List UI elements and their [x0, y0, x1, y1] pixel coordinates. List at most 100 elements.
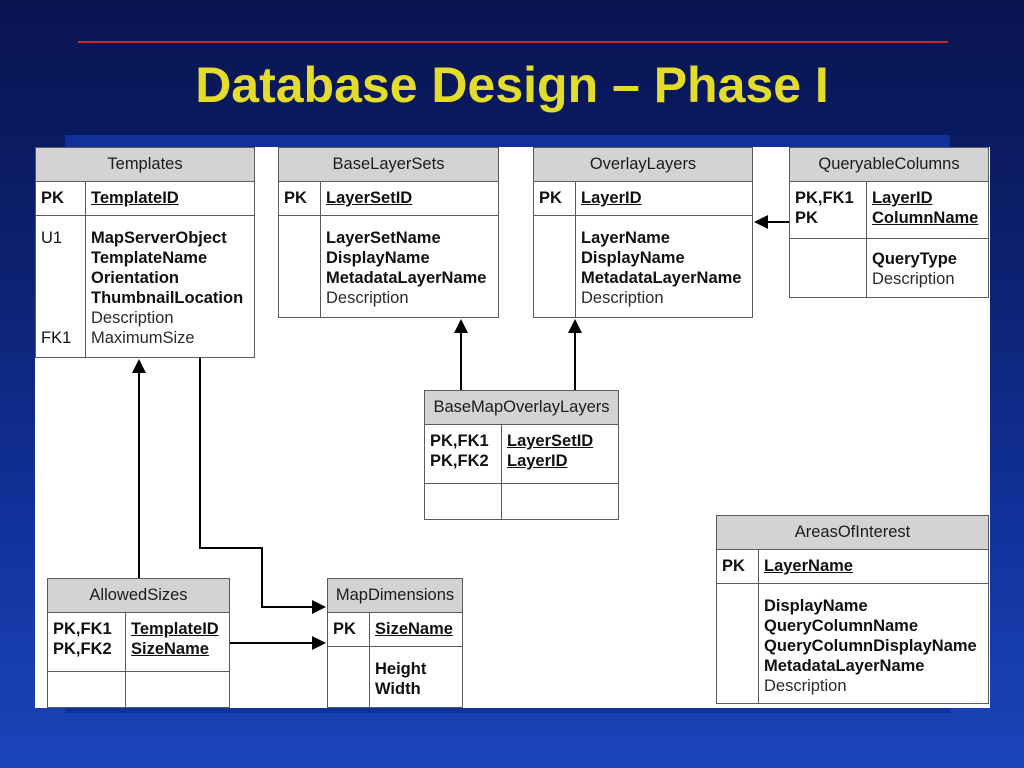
attribute-field-column [126, 672, 229, 707]
table-title: BaseLayerSets [279, 148, 498, 182]
key-tag: PK,FK1 [795, 189, 854, 207]
key-field-column: TemplateID SizeName [126, 613, 229, 671]
attribute-field: Width [375, 680, 421, 698]
key-field: LayerName [764, 557, 853, 575]
attribute-field: DisplayName [326, 249, 430, 267]
table-overlaylayers: OverlayLayers PK LayerID LayerName Displ… [533, 147, 753, 318]
attribute-field: Description [91, 309, 174, 327]
attribute-section [48, 672, 229, 707]
table-title: MapDimensions [328, 579, 462, 613]
key-section: PK SizeName [328, 613, 462, 647]
key-field: LayerID [507, 452, 568, 470]
attribute-field: TemplateName [91, 249, 208, 267]
key-field-column: LayerSetID [321, 182, 498, 215]
table-title: AreasOfInterest [717, 516, 988, 550]
key-tag: PK,FK2 [53, 640, 112, 658]
key-tag-column: PK [328, 613, 370, 646]
attribute-field-column: MapServerObject TemplateName Orientation… [86, 216, 254, 357]
key-tag: PK [284, 189, 307, 207]
key-tag-column: PK,FK1 PK [790, 182, 867, 238]
key-field-column: SizeName [370, 613, 462, 646]
attribute-field: QueryType [872, 250, 957, 268]
key-section: PK,FK1 PK,FK2 LayerSetID LayerID [425, 425, 618, 484]
table-allowedsizes: AllowedSizes PK,FK1 PK,FK2 TemplateID Si… [47, 578, 230, 708]
key-tag: PK,FK2 [430, 452, 489, 470]
key-field: SizeName [131, 640, 209, 658]
attribute-field: MapServerObject [91, 229, 227, 247]
attribute-section: DisplayName QueryColumnName QueryColumnD… [717, 584, 988, 703]
attribute-field-column: Height Width [370, 647, 462, 707]
table-title: AllowedSizes [48, 579, 229, 613]
attribute-field: DisplayName [764, 597, 868, 615]
attribute-section: LayerSetName DisplayName MetadataLayerNa… [279, 216, 498, 317]
attribute-tag-column [534, 216, 576, 317]
attribute-field: Height [375, 660, 427, 678]
key-section: PK LayerSetID [279, 182, 498, 216]
attribute-tag-column [279, 216, 321, 317]
key-tag: PK [722, 557, 745, 575]
attribute-field: Description [872, 270, 955, 288]
key-field: LayerSetID [326, 189, 413, 207]
attribute-tag-column: U1 FK1 [36, 216, 86, 357]
key-field: TemplateID [91, 189, 179, 207]
attribute-field-column [502, 484, 618, 519]
key-field: LayerID [581, 189, 642, 207]
key-tag-column: PK [36, 182, 86, 215]
slide-title: Database Design – Phase I [195, 57, 829, 113]
key-field: TemplateID [131, 620, 219, 638]
key-tag-column: PK [534, 182, 576, 215]
attribute-field: DisplayName [581, 249, 685, 267]
attribute-field-column: QueryType Description [867, 239, 988, 297]
key-field: SizeName [375, 620, 453, 638]
attribute-field: MetadataLayerName [581, 269, 742, 287]
key-field-column: LayerID ColumnName [867, 182, 988, 238]
attribute-field: QueryColumnName [764, 617, 919, 635]
key-field: LayerID [872, 189, 933, 207]
key-section: PK TemplateID [36, 182, 254, 216]
attribute-tag-column [717, 584, 759, 703]
attribute-field-column: LayerName DisplayName MetadataLayerName … [576, 216, 752, 317]
key-field: ColumnName [872, 209, 979, 227]
table-title: OverlayLayers [534, 148, 752, 182]
key-tag: PK,FK1 [430, 432, 489, 450]
key-field-column: LayerName [759, 550, 988, 583]
key-section: PK LayerName [717, 550, 988, 584]
attribute-field: Description [764, 677, 847, 695]
attribute-field: MetadataLayerName [764, 657, 925, 675]
key-tag-column: PK [717, 550, 759, 583]
attribute-field: MetadataLayerName [326, 269, 487, 287]
attribute-section [425, 484, 618, 519]
table-mapdimensions: MapDimensions PK SizeName Height Width [327, 578, 463, 708]
key-section: PK LayerID [534, 182, 752, 216]
table-title: QueryableColumns [790, 148, 988, 182]
key-field: LayerSetID [507, 432, 594, 450]
attribute-field: ThumbnailLocation [91, 289, 244, 307]
attribute-field: LayerSetName [326, 229, 441, 247]
attribute-field: Description [581, 289, 664, 307]
attribute-section: U1 FK1 MapServerObject TemplateName Orie… [36, 216, 254, 357]
key-field-column: LayerSetID LayerID [502, 425, 618, 483]
key-tag-column: PK,FK1 PK,FK2 [425, 425, 502, 483]
key-tag: PK,FK1 [53, 620, 112, 638]
key-tag: PK [539, 189, 562, 207]
attribute-field: Orientation [91, 269, 180, 287]
attribute-tag: U1 [41, 229, 63, 247]
key-section: PK,FK1 PK LayerID ColumnName [790, 182, 988, 239]
table-templates: Templates PK TemplateID U1 FK1 MapServer… [35, 147, 255, 358]
attribute-tag-column [790, 239, 867, 297]
table-baselayersets: BaseLayerSets PK LayerSetID LayerSetName… [278, 147, 499, 318]
table-title: BaseMapOverlayLayers [425, 391, 618, 425]
attribute-tag-column [328, 647, 370, 707]
attribute-tag-column [425, 484, 502, 519]
attribute-field: Description [326, 289, 409, 307]
attribute-field: QueryColumnDisplayName [764, 637, 977, 655]
table-queryablecolumns: QueryableColumns PK,FK1 PK LayerID Colum… [789, 147, 989, 298]
attribute-section: QueryType Description [790, 239, 988, 297]
attribute-field-column: LayerSetName DisplayName MetadataLayerNa… [321, 216, 498, 317]
table-basemapoverlaylayers: BaseMapOverlayLayers PK,FK1 PK,FK2 Layer… [424, 390, 619, 520]
key-tag: PK [795, 209, 818, 227]
key-field-column: TemplateID [86, 182, 254, 215]
attribute-field: MaximumSize [91, 329, 195, 347]
table-areasofinterest: AreasOfInterest PK LayerName DisplayName… [716, 515, 989, 704]
key-section: PK,FK1 PK,FK2 TemplateID SizeName [48, 613, 229, 672]
